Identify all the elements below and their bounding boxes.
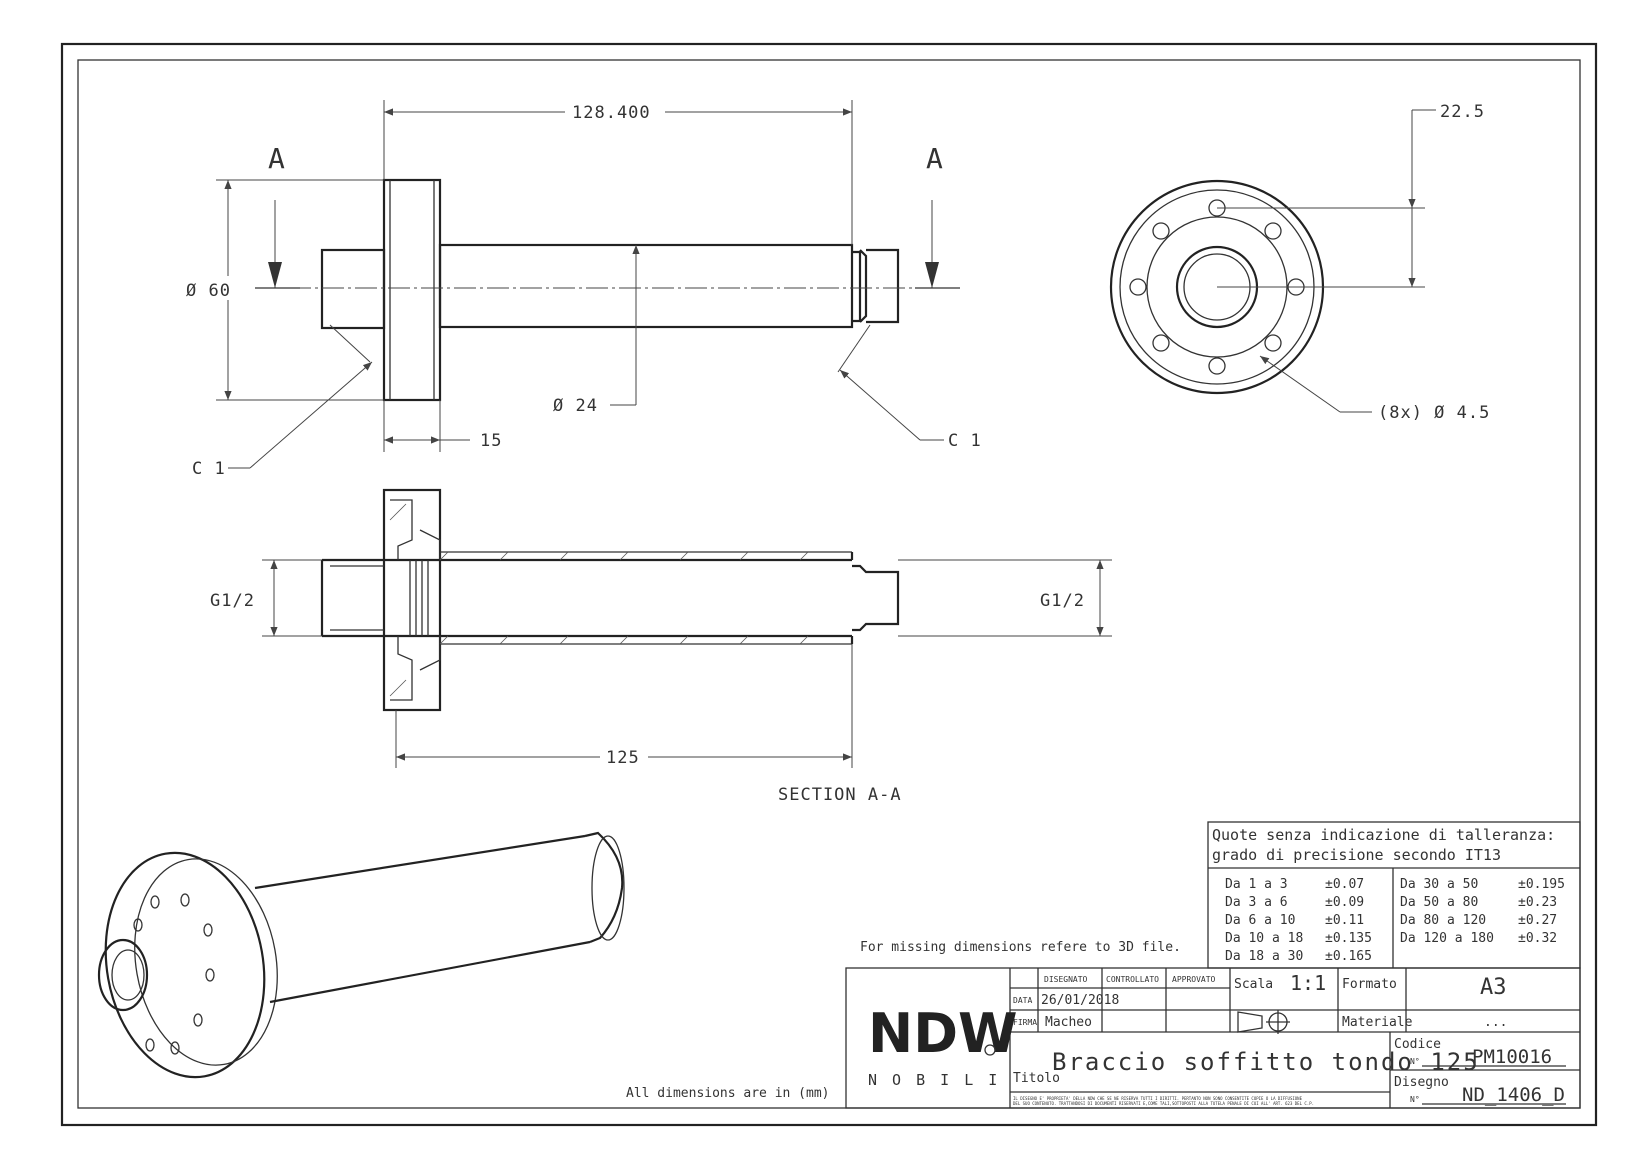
note-missing-dimensions: For missing dimensions refere to 3D file… (860, 940, 1181, 955)
drawing-title: Braccio soffitto tondo 125 (1052, 1048, 1480, 1076)
tolerance-header-1: Quote senza indicazione di talleranza: (1212, 826, 1555, 844)
formato-label: Formato (1342, 977, 1397, 992)
tolerance-table: Quote senza indicazione di talleranza: g… (1207, 821, 1581, 969)
codice-n: N° (1410, 1057, 1420, 1066)
materiale-value: ... (1484, 1015, 1507, 1030)
isometric-view (97, 831, 625, 1079)
scala-label: Scala (1234, 977, 1273, 992)
chamfer-right-label: C 1 (948, 431, 982, 451)
dim-flange-diameter: Ø 60 (186, 281, 231, 301)
main-shaft (438, 243, 854, 329)
tol-left-range: Da 6 a 10 (1225, 913, 1295, 928)
tol-right-value: ±0.23 (1518, 895, 1557, 910)
dim-section-length: 125 (606, 748, 640, 768)
tol-left-range: Da 10 a 18 (1225, 931, 1303, 946)
tol-left-value: ±0.135 (1325, 931, 1372, 946)
logo-registered-icon (984, 1044, 996, 1056)
holes-callout: (8x) Ø 4.5 (1378, 403, 1490, 423)
section-view: G1/2 G1/2 125 SECTION A-A (206, 488, 1112, 805)
thread-left-label: G1/2 (210, 591, 255, 611)
note-units: All dimensions are in (mm) (626, 1086, 830, 1101)
tol-left-range: Da 1 a 3 (1225, 877, 1288, 892)
logo: NDW (868, 1002, 1018, 1065)
materiale-label: Materiale (1342, 1015, 1413, 1030)
dim-flange-thickness: 15 (480, 431, 502, 451)
outer-border (60, 42, 1598, 1127)
col-controllato: CONTROLLATO (1106, 975, 1159, 984)
disegno-n: N° (1410, 1095, 1420, 1104)
inner-border (77, 59, 1581, 1109)
dim-shaft-diameter: Ø 24 (553, 396, 598, 416)
tol-left-value: ±0.11 (1325, 913, 1364, 928)
chamfer-left-label: C 1 (192, 459, 226, 479)
section-title: SECTION A-A (778, 785, 902, 805)
tol-left-range: Da 18 a 30 (1225, 949, 1303, 964)
legal-line-1: IL DISEGNO E' PROPRIETA' DELLA NDW CHE S… (1013, 1096, 1303, 1101)
row-data: DATA (1013, 996, 1032, 1005)
scala-value: 1:1 (1290, 971, 1326, 995)
tol-right-range: Da 30 a 50 (1400, 877, 1478, 892)
codice-label: Codice (1394, 1037, 1441, 1052)
tol-left-value: ±0.165 (1325, 949, 1372, 964)
section-hatching (389, 503, 809, 697)
section-label-left: A (268, 142, 285, 175)
tol-right-value: ±0.195 (1518, 877, 1565, 892)
date-value: 26/01/2018 (1041, 993, 1119, 1008)
tol-left-value: ±0.07 (1325, 877, 1364, 892)
tol-left-range: Da 3 a 6 (1225, 895, 1288, 910)
thread-right-label: G1/2 (1040, 591, 1085, 611)
tolerance-header-2: grado di precisione secondo IT13 (1212, 846, 1501, 864)
left-stub (320, 248, 386, 330)
front-view: A A 128.400 Ø 60 Ø 24 15 C 1 C 1 (180, 100, 982, 479)
logo-subtitle: N O B I L I (868, 1071, 1000, 1089)
disegno-label: Disegno (1394, 1075, 1449, 1090)
tol-left-value: ±0.09 (1325, 895, 1364, 910)
formato-value: A3 (1480, 975, 1507, 1000)
row-firma: FIRMA (1013, 1018, 1037, 1027)
tol-right-range: Da 80 a 120 (1400, 913, 1486, 928)
title-block: NDW N O B I L I DISEGNATO CONTROLLATO AP… (845, 967, 1581, 1109)
dim-overall-length: 128.400 (572, 103, 651, 123)
disegno-value: ND_1406_D (1462, 1084, 1565, 1106)
titolo-label: Titolo (1013, 1071, 1060, 1086)
dim-bolt-circle: 22.5 (1440, 102, 1485, 122)
projection-symbol-icon (1237, 1010, 1290, 1034)
section-label-right: A (926, 142, 943, 175)
flange (382, 178, 442, 402)
side-view: 22.5 (8x) Ø 4.5 (1109, 102, 1490, 423)
legal-line-2: DEL SUO CONTENUTO. TRATTANDOSI DI DOCUME… (1013, 1101, 1314, 1106)
drawn-by-value: Macheo (1045, 1015, 1092, 1030)
col-disegnato: DISEGNATO (1044, 975, 1088, 984)
tol-right-range: Da 50 a 80 (1400, 895, 1478, 910)
tol-right-value: ±0.32 (1518, 931, 1557, 946)
tol-right-range: Da 120 a 180 (1400, 931, 1494, 946)
shaft-groove (852, 248, 900, 324)
tol-right-value: ±0.27 (1518, 913, 1557, 928)
col-approvato: APPROVATO (1172, 975, 1216, 984)
codice-value: PM10016 (1472, 1046, 1552, 1068)
